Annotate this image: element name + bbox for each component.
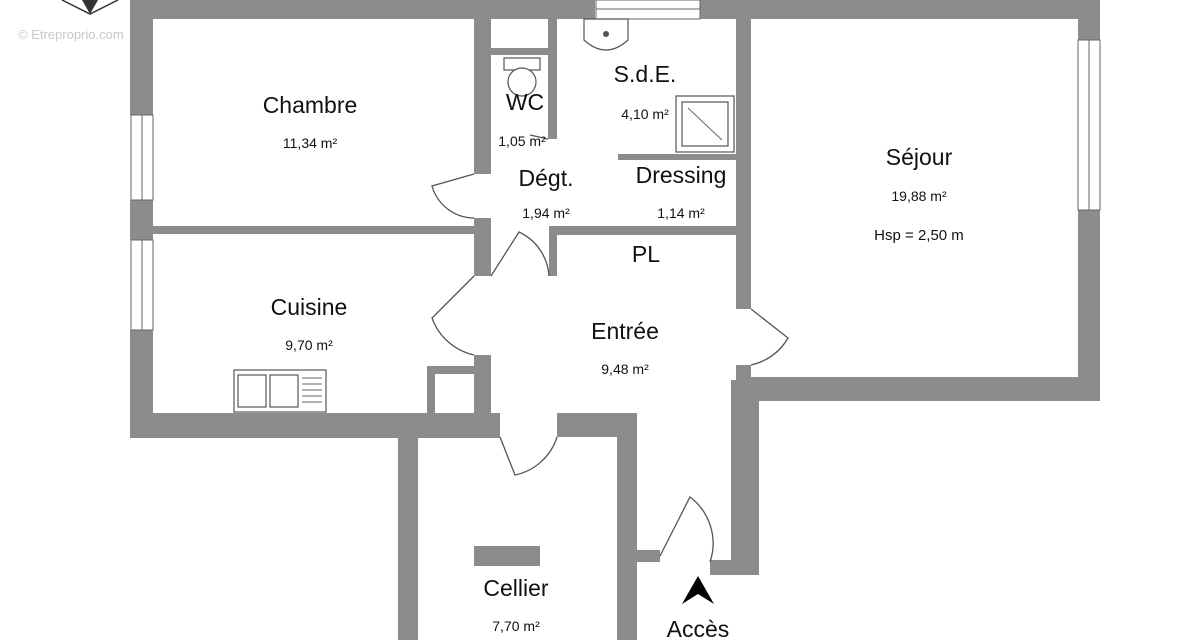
room-degt: Dégt. 1,94 m² xyxy=(519,165,574,221)
room-name: Cellier xyxy=(483,575,549,601)
kitchen-sink-icon xyxy=(233,369,327,413)
room-area: 1,94 m² xyxy=(522,205,570,221)
fixtures xyxy=(233,18,735,566)
room-name: S.d.E. xyxy=(614,61,677,87)
room-entree: Entrée 9,48 m² xyxy=(591,318,659,377)
room-area: 11,34 m² xyxy=(283,135,338,151)
toilet-icon xyxy=(503,57,541,97)
room-pl: PL xyxy=(632,241,660,267)
windows xyxy=(130,0,1101,331)
room-name: Cuisine xyxy=(271,294,348,320)
room-name: Séjour xyxy=(886,144,953,170)
compass-arrow-icon xyxy=(61,0,119,15)
room-name: Chambre xyxy=(263,92,358,118)
room-dressing: Dressing 1,14 m² xyxy=(636,162,727,221)
walls xyxy=(130,0,1100,640)
room-name: PL xyxy=(632,241,660,267)
access-marker: Accès xyxy=(667,576,730,640)
shower-tray-icon xyxy=(675,95,735,153)
room-area: 1,05 m² xyxy=(498,133,546,149)
room-area: 7,70 m² xyxy=(492,618,540,634)
cellier-shelf xyxy=(474,546,540,566)
room-area: 1,14 m² xyxy=(657,205,705,221)
room-chambre: Chambre 11,34 m² xyxy=(263,92,358,151)
room-sde: S.d.E. 4,10 m² xyxy=(614,61,677,122)
ceiling-height: Hsp = 2,50 m xyxy=(874,227,964,244)
room-wc: WC 1,05 m² xyxy=(498,89,546,149)
room-area: 4,10 m² xyxy=(621,106,669,122)
room-name: Dressing xyxy=(636,162,727,188)
watermark-text: © Etreproprio.com xyxy=(18,27,124,42)
room-name: Entrée xyxy=(591,318,659,344)
room-name: Dégt. xyxy=(519,165,574,191)
room-area: 19,88 m² xyxy=(891,188,947,204)
room-name: WC xyxy=(506,89,544,115)
room-cellier: Cellier 7,70 m² xyxy=(483,575,549,634)
access-label: Accès xyxy=(667,616,730,640)
washbasin-icon xyxy=(583,18,629,51)
room-sejour: Séjour 19,88 m² Hsp = 2,50 m xyxy=(874,144,964,244)
entrance-arrow-icon xyxy=(682,576,714,604)
room-area: 9,48 m² xyxy=(601,361,649,377)
room-area: 9,70 m² xyxy=(285,337,333,353)
doors xyxy=(431,134,789,563)
room-cuisine: Cuisine 9,70 m² xyxy=(271,294,348,353)
